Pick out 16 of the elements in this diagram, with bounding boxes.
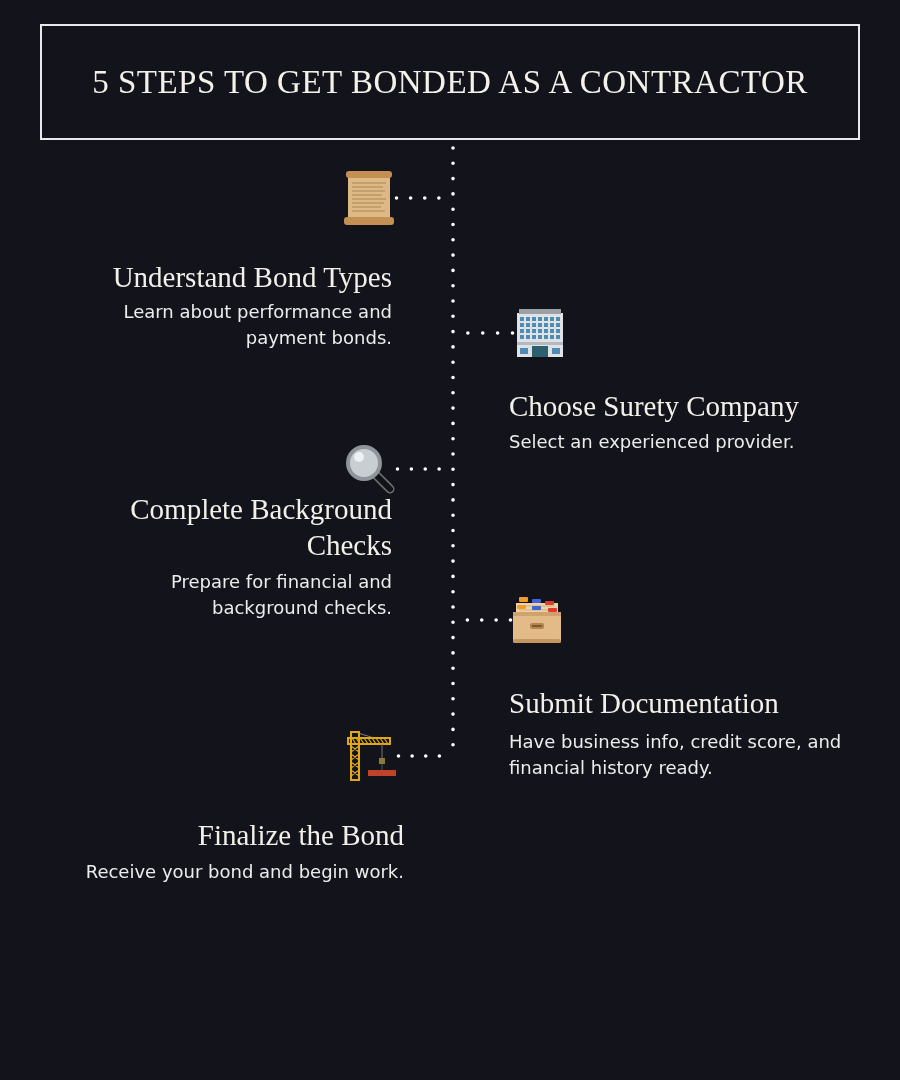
- scroll-icon: [344, 171, 394, 225]
- crane-icon: [344, 730, 396, 782]
- step-heading: Complete Background Checks: [129, 492, 392, 563]
- step-description: Have business info, credit score, and financial history ready.: [509, 730, 843, 780]
- step-heading: Submit Documentation: [509, 686, 780, 721]
- step-heading: Understand Bond Types: [111, 260, 392, 295]
- step-heading: Finalize the Bond: [196, 818, 404, 853]
- office-building-icon: [515, 309, 565, 357]
- step-description: Select an experienced provider.: [509, 430, 796, 454]
- step-description: Learn about performance and payment bonds.: [122, 300, 392, 350]
- step-description: Receive your bond and begin work.: [84, 860, 404, 884]
- title: 5 STEPS TO GET BONDED AS A CONTRACTOR: [92, 63, 808, 101]
- step-heading: Choose Surety Company: [509, 389, 800, 424]
- step-description: Prepare for financial and background checks.: [169, 570, 392, 620]
- card-file-box-icon: [513, 597, 561, 643]
- magnifying-glass-icon: [345, 444, 395, 494]
